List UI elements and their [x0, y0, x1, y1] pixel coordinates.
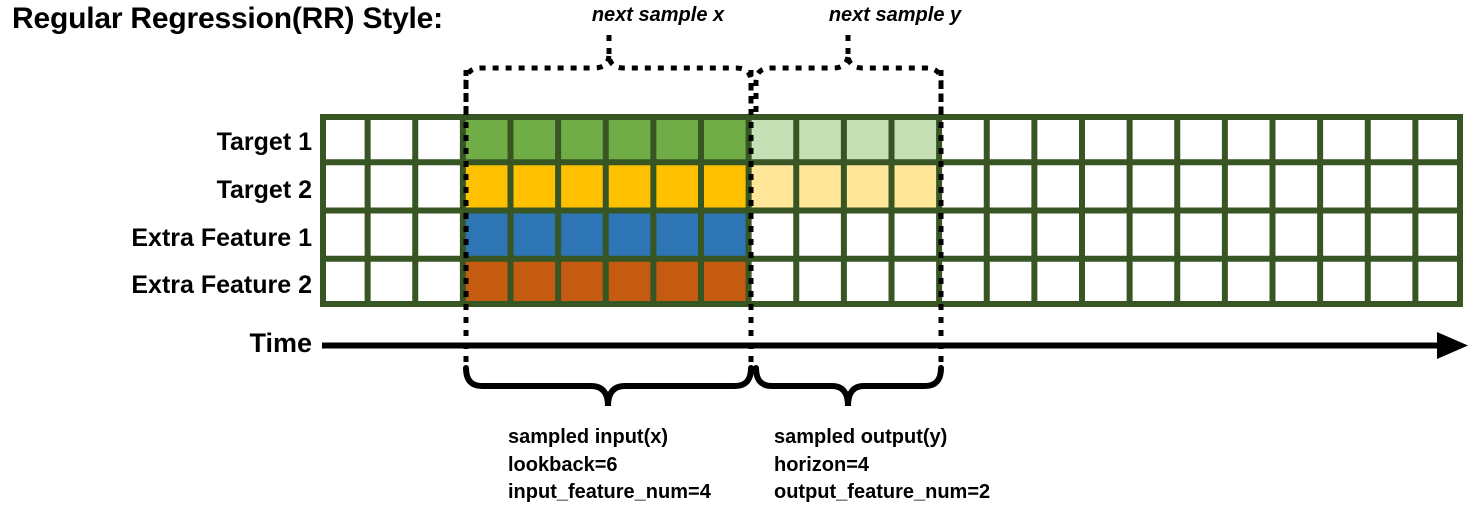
grid-cell [843, 114, 892, 163]
top-brace-next-sample-y [753, 30, 944, 112]
next-sample-y-label: next sample y [828, 4, 962, 26]
grid-cell [701, 162, 749, 211]
guide-lines [463, 70, 944, 372]
sampled-input-annotation: sampled input(x) lookback=6 input_featur… [508, 424, 711, 507]
grid-cell [462, 210, 511, 259]
grid-cell [891, 162, 940, 211]
next-sample-x-label: next sample x [591, 4, 725, 26]
grid-cell [558, 258, 606, 307]
sampled-output-line-3: output_feature_num=2 [774, 481, 991, 504]
grid-cell [510, 114, 559, 163]
grid-cell [748, 114, 797, 163]
row-label-target-1: Target 1 [216, 128, 312, 156]
grid-cell [653, 162, 701, 211]
grid-lines [320, 114, 1463, 307]
grid-cell [796, 162, 844, 211]
grid-cell [558, 210, 606, 259]
sampled-output-annotation: sampled output(y) horizon=4 output_featu… [774, 424, 990, 507]
bottom-brace-sampled-input [463, 365, 754, 407]
row-label-extra-feature-2: Extra Feature 2 [131, 271, 312, 299]
grid-cell [510, 162, 559, 211]
time-axis-label: Time [249, 328, 312, 358]
grid-cell [462, 162, 511, 211]
row-label-extra-feature-1: Extra Feature 1 [131, 224, 312, 252]
grid-cell [748, 162, 797, 211]
grid-cell [510, 210, 559, 259]
grid-cell [605, 258, 654, 307]
grid-cell [796, 114, 844, 163]
sampled-input-line-2: lookback=6 [508, 453, 618, 476]
grid-cell [605, 162, 654, 211]
grid-cell [462, 114, 511, 163]
grid-cell [653, 210, 701, 259]
grid-cell [891, 114, 940, 163]
grid-cell [701, 114, 749, 163]
sampled-output-line-1: sampled output(y) [774, 426, 948, 448]
bottom-brace-sampled-output [753, 365, 944, 407]
grid-cell [701, 258, 749, 307]
grid-cell [605, 114, 654, 163]
sampled-output-line-2: horizon=4 [774, 453, 870, 476]
row-label-target-2: Target 2 [216, 176, 312, 204]
grid-cell [653, 114, 701, 163]
grid-cell [653, 258, 701, 307]
grid-cell [701, 210, 749, 259]
sampled-input-line-1: sampled input(x) [508, 426, 669, 448]
grid-cell [558, 162, 606, 211]
grid-cell [510, 258, 559, 307]
time-axis-arrow [322, 332, 1468, 359]
grid-cell [462, 258, 511, 307]
grid-cell [843, 162, 892, 211]
page-title: Regular Regression(RR) Style: [12, 2, 443, 35]
sampled-input-line-3: input_feature_num=4 [508, 481, 711, 504]
top-brace-next-sample-x [463, 30, 754, 112]
grid-cell [605, 210, 654, 259]
grid-cell [558, 114, 606, 163]
